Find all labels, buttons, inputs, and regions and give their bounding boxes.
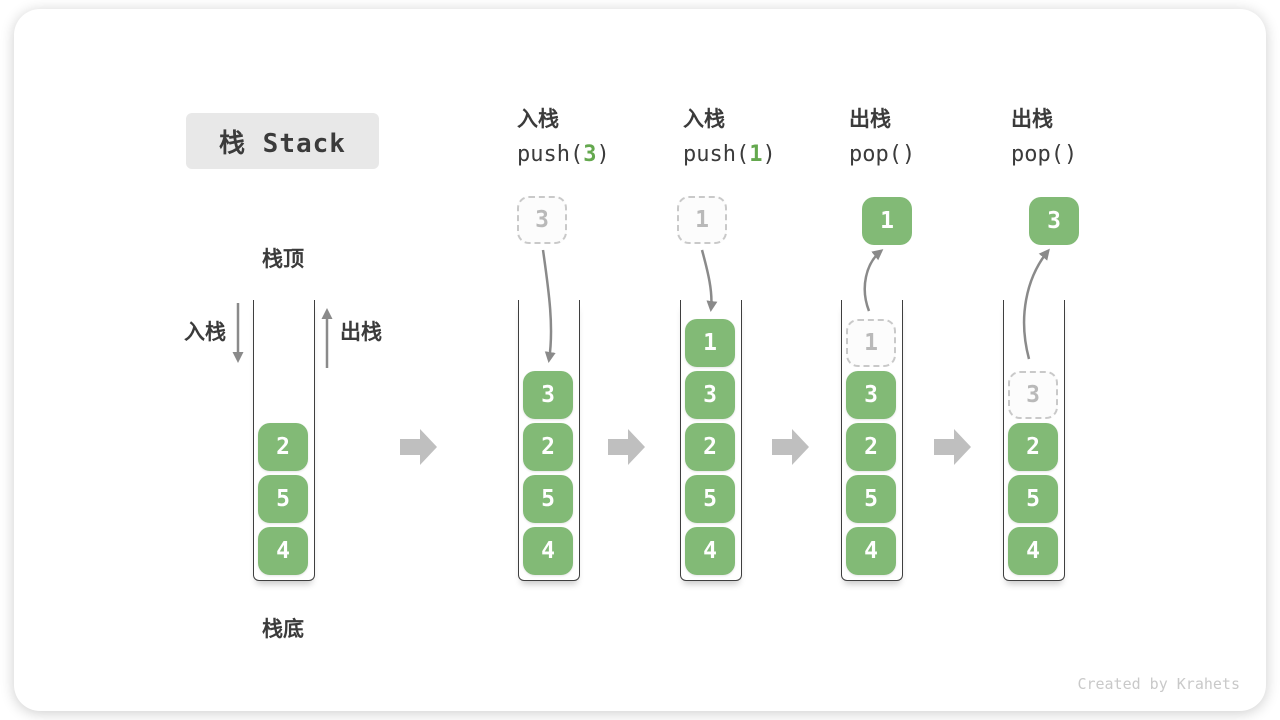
- stack-cell: 4: [1008, 527, 1058, 575]
- code-post: ): [1063, 142, 1078, 167]
- stack-cell: 3: [846, 371, 896, 419]
- pop-side-label: 出栈: [340, 321, 382, 344]
- op-code-label: pop(): [849, 142, 915, 167]
- code-pre: push(: [517, 142, 584, 167]
- stack-cell: 5: [685, 475, 735, 523]
- stack-cell: 5: [846, 475, 896, 523]
- code-arg: 3: [583, 142, 597, 167]
- op-label-push-1: 入栈 push(1): [683, 103, 776, 167]
- stack-cell: 2: [1008, 423, 1058, 471]
- op-code-label: pop(): [1011, 142, 1077, 167]
- stack-top-label: 栈顶: [262, 248, 304, 271]
- op-cjk-label: 入栈: [683, 108, 725, 131]
- popped-value-box: 3: [1029, 197, 1079, 245]
- op-cjk-label: 出栈: [849, 108, 891, 131]
- stack-cell: 2: [258, 423, 308, 471]
- code-pre: pop(: [1011, 142, 1064, 167]
- diagram-title: 栈 Stack: [186, 113, 379, 169]
- incoming-value-box: 1: [677, 196, 727, 244]
- code-post: ): [596, 142, 610, 167]
- code-post: ): [762, 142, 776, 167]
- stack-cell: 5: [1008, 475, 1058, 523]
- popped-ghost-cell: 3: [1008, 371, 1058, 419]
- code-arg: 1: [749, 142, 763, 167]
- code-pre: pop(: [849, 142, 902, 167]
- code-pre: push(: [683, 142, 750, 167]
- stack-cell: 4: [523, 527, 573, 575]
- stack-cell: 1: [685, 319, 735, 367]
- watermark: Created by Krahets: [1077, 675, 1240, 693]
- stack-cell: 5: [523, 475, 573, 523]
- popped-value-box: 1: [862, 197, 912, 245]
- op-cjk-label: 入栈: [517, 108, 559, 131]
- op-label-pop-3: 出栈 pop(): [1011, 103, 1077, 167]
- op-label-push-3: 入栈 push(3): [517, 103, 610, 167]
- popped-ghost-cell: 1: [846, 319, 896, 367]
- stack-cell: 3: [685, 371, 735, 419]
- op-code-label: push(3): [517, 142, 610, 167]
- stack-cell: 5: [258, 475, 308, 523]
- op-cjk-label: 出栈: [1011, 108, 1053, 131]
- stack-cell: 2: [685, 423, 735, 471]
- op-code-label: push(1): [683, 142, 776, 167]
- incoming-value-box: 3: [517, 196, 567, 244]
- stack-cell: 4: [258, 527, 308, 575]
- stack-cell: 4: [685, 527, 735, 575]
- stack-cell: 4: [846, 527, 896, 575]
- stack-bottom-label: 栈底: [262, 618, 304, 641]
- stack-cell: 2: [523, 423, 573, 471]
- op-label-pop-1: 出栈 pop(): [849, 103, 915, 167]
- stack-cell: 3: [523, 371, 573, 419]
- code-post: ): [901, 142, 916, 167]
- stack-cell: 2: [846, 423, 896, 471]
- push-side-label: 入栈: [184, 321, 226, 344]
